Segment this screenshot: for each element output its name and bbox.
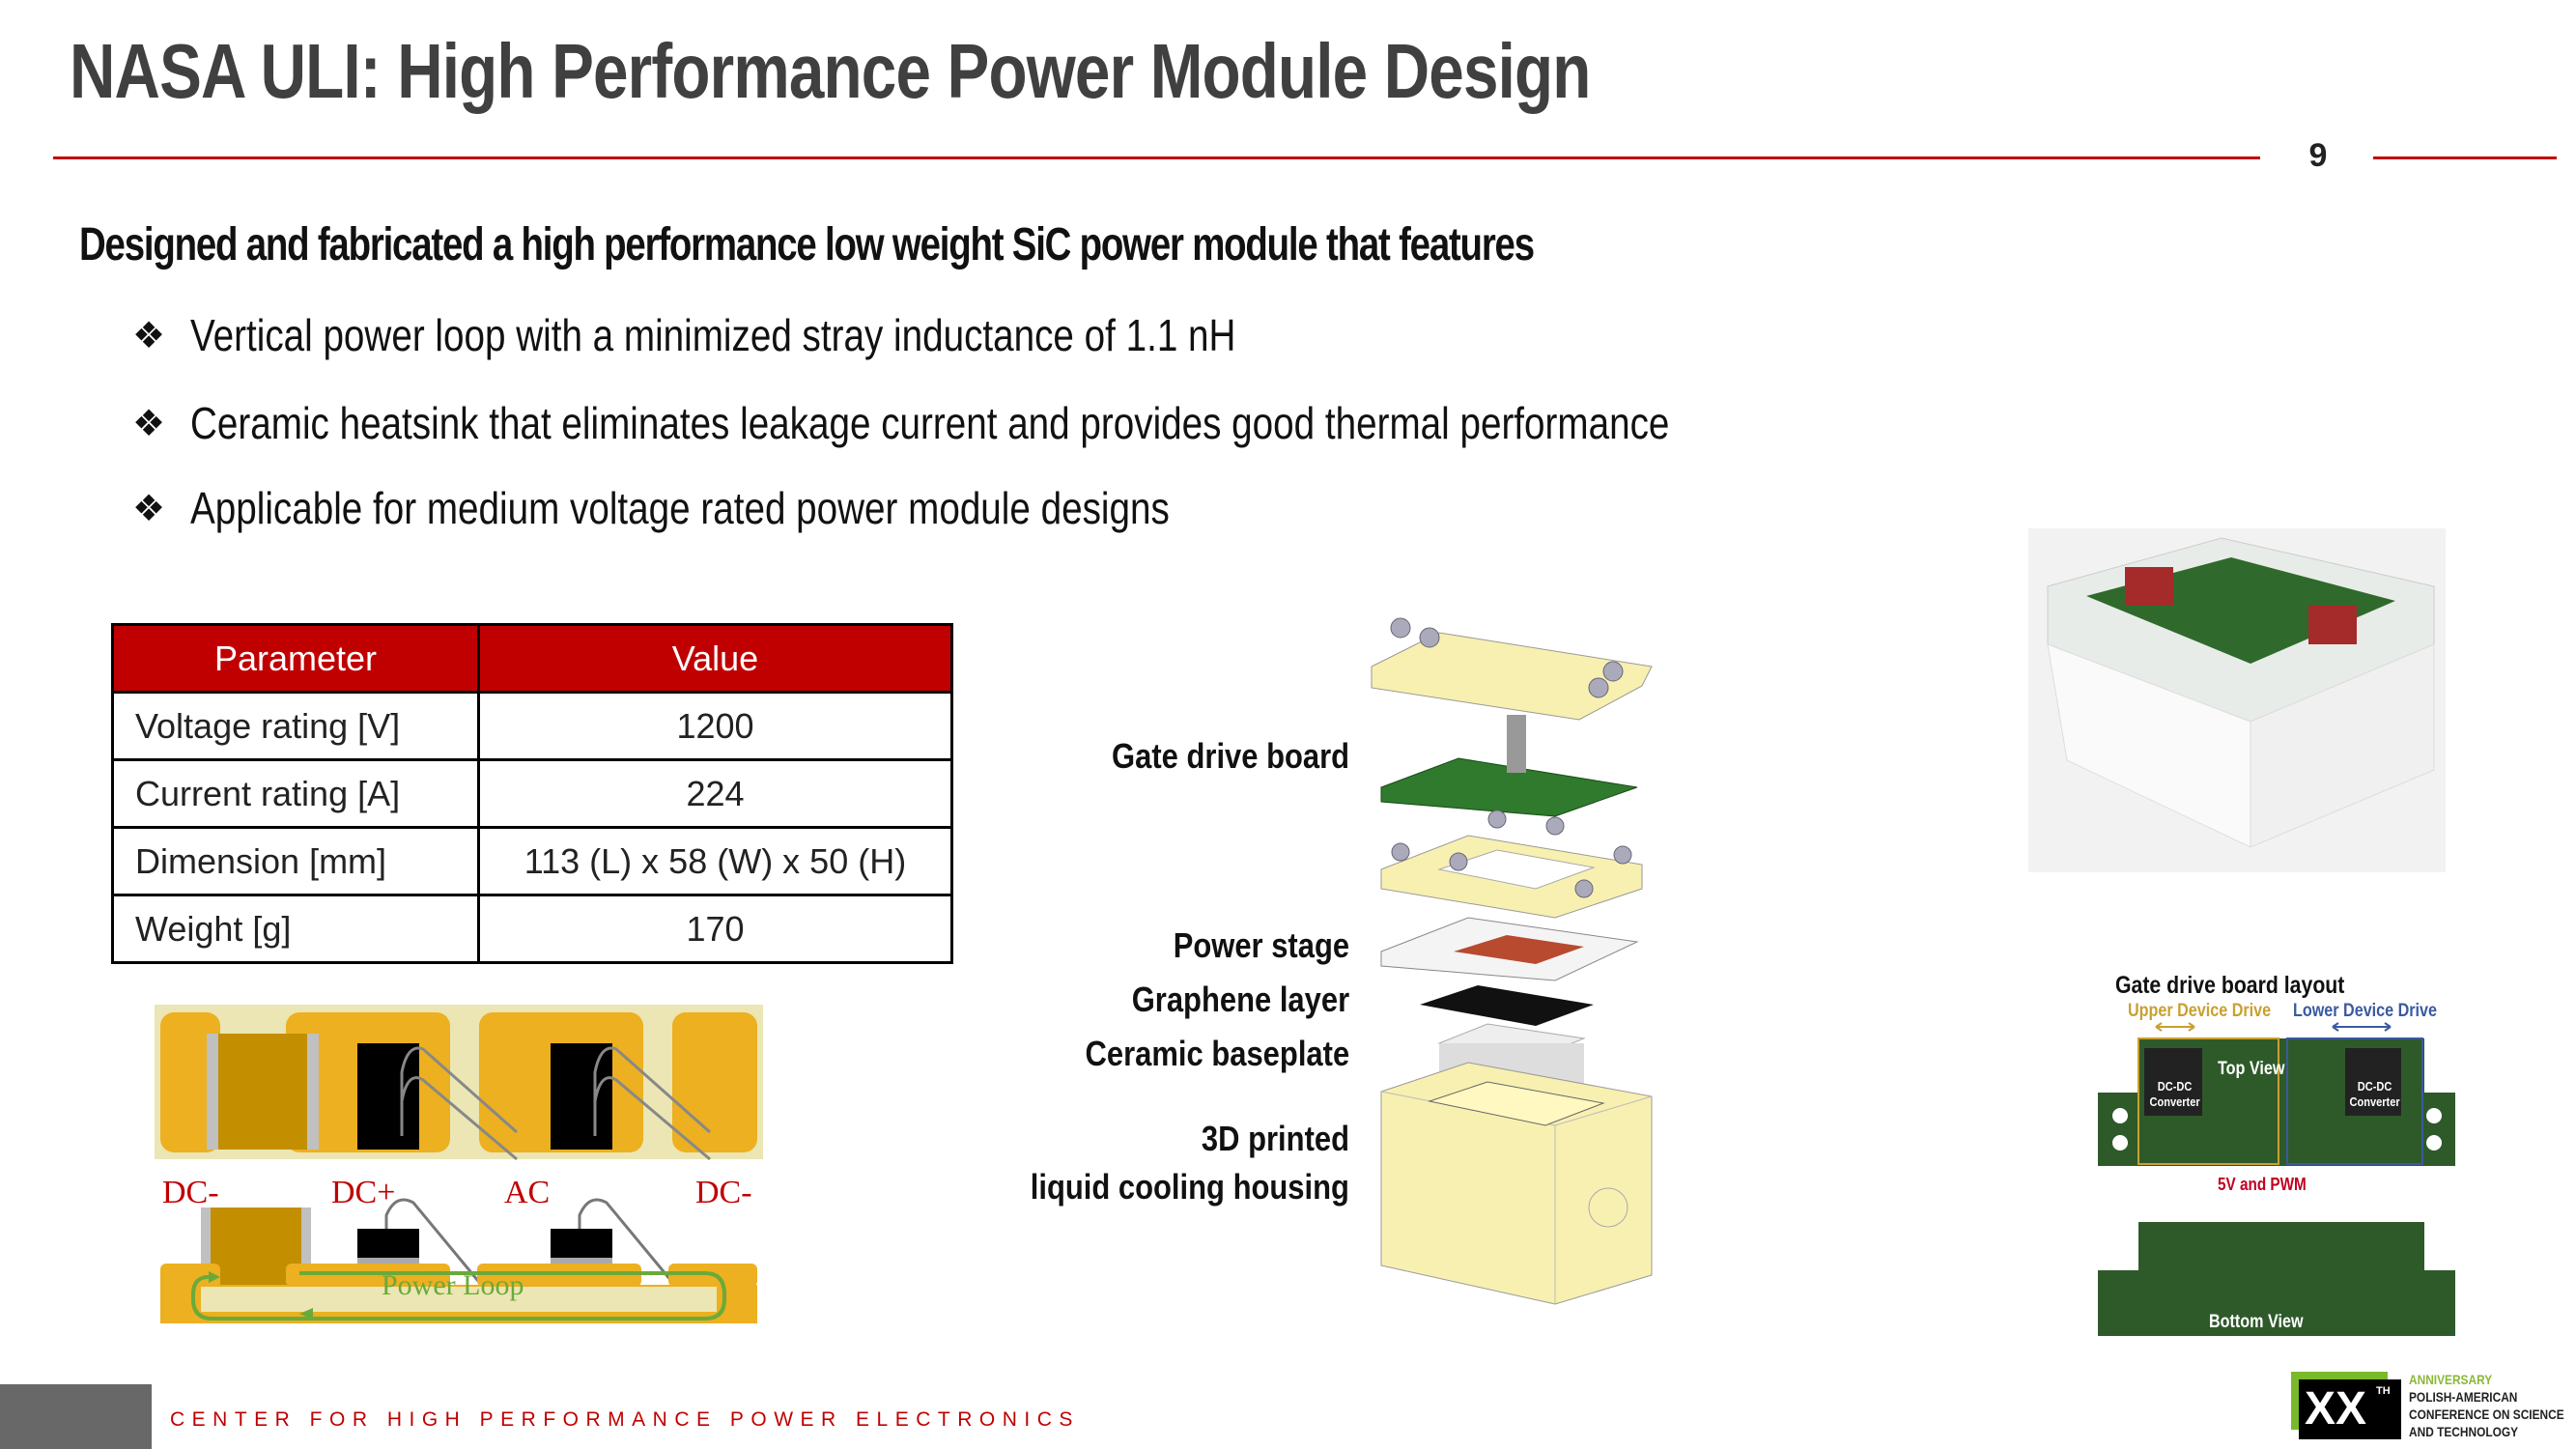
upper-device-drive-label: Upper Device Drive — [2128, 1001, 2272, 1021]
cell: Dimension [mm] — [111, 826, 480, 896]
logo-line: CONFERENCE ON SCIENCE — [2409, 1406, 2564, 1422]
bullet-text: Ceramic heatsink that eliminates leakage… — [190, 398, 1670, 448]
table-row: Weight [g]170 — [111, 894, 953, 964]
logo-mark: XX — [2305, 1383, 2367, 1435]
header-value: Value — [477, 623, 953, 694]
gate-drive-layout-title: Gate drive board layout — [2115, 972, 2345, 999]
diamond-bullet-icon: ❖ — [132, 315, 166, 356]
cell: 113 (L) x 58 (W) x 50 (H) — [477, 826, 953, 896]
exploded-module-illustration — [1371, 617, 1653, 1305]
cell: Current rating [A] — [111, 758, 480, 829]
logo-sup: TH — [2376, 1385, 2391, 1397]
diamond-bullet-icon: ❖ — [132, 488, 166, 529]
5v-pwm-label: 5V and PWM — [2218, 1175, 2307, 1194]
cell: 170 — [477, 894, 953, 964]
bullet-item: ❖ Ceramic heatsink that eliminates leakag… — [132, 397, 1951, 449]
label-dc-minus-right: DC- — [695, 1175, 752, 1210]
cell: Voltage rating [V] — [111, 691, 480, 761]
cell: 1200 — [477, 691, 953, 761]
bullet-item: ❖ Vertical power loop with a minimized st… — [132, 309, 1435, 361]
bullet-item: ❖ Applicable for medium voltage rated pow… — [132, 482, 1356, 534]
cell: 224 — [477, 758, 953, 829]
page-number: 9 — [2308, 137, 2328, 174]
table-row: Dimension [mm]113 (L) x 58 (W) x 50 (H) — [111, 826, 953, 896]
label-3d-printed: 3D printed — [1201, 1119, 1349, 1158]
label-graphene-layer: Graphene layer — [1131, 980, 1349, 1019]
label-dc-plus: DC+ — [331, 1175, 395, 1210]
lower-device-drive-label: Lower Device Drive — [2293, 1001, 2438, 1021]
logo-line: POLISH-AMERICAN — [2409, 1389, 2518, 1405]
page-title: NASA ULI: High Performance Power Module … — [70, 28, 1591, 114]
footer-org-name: CENTER FOR HIGH PERFORMANCE POWER ELECTR… — [170, 1408, 1080, 1431]
title-divider-right — [2373, 156, 2557, 159]
module-photo — [2028, 528, 2446, 872]
bullet-text: Applicable for medium voltage rated powe… — [190, 483, 1170, 533]
top-view-label: Top View — [2218, 1059, 2285, 1079]
footer-block — [0, 1384, 152, 1449]
dc-dc-converter-label: DC-DC Converter — [2349, 1079, 2400, 1109]
gate-drive-board-image — [2098, 1022, 2455, 1336]
label-gate-drive-board: Gate drive board — [1111, 736, 1349, 776]
subtitle: Designed and fabricated a high performan… — [79, 219, 1535, 270]
power-loop-label: Power Loop — [382, 1269, 524, 1301]
logo-line: AND TECHNOLOGY — [2409, 1424, 2519, 1439]
dc-dc-converter-label: DC-DC Converter — [2149, 1079, 2200, 1109]
table-row: Current rating [A]224 — [111, 758, 953, 829]
table-row: Voltage rating [V]1200 — [111, 691, 953, 761]
label-ac: AC — [504, 1175, 550, 1210]
label-dc-minus-left: DC- — [162, 1175, 219, 1210]
power-loop-diagram: DC- DC+ AC DC- Power Loop — [155, 1005, 763, 1323]
bullet-text: Vertical power loop with a minimized str… — [190, 310, 1236, 360]
label-power-stage: Power stage — [1173, 925, 1349, 965]
bottom-view-label: Bottom View — [2209, 1312, 2304, 1332]
header-parameter: Parameter — [111, 623, 480, 694]
logo-line: ANNIVERSARY — [2409, 1372, 2493, 1387]
conference-name: ANNIVERSARY POLISH-AMERICAN CONFERENCE O… — [2409, 1371, 2564, 1440]
label-ceramic-baseplate: Ceramic baseplate — [1085, 1034, 1349, 1073]
label-liquid-cooling-housing: liquid cooling housing — [1030, 1167, 1349, 1207]
title-divider-left — [53, 156, 2260, 159]
cell: Weight [g] — [111, 894, 480, 964]
conference-logo: XX TH — [2291, 1372, 2403, 1441]
diamond-bullet-icon: ❖ — [132, 403, 166, 444]
